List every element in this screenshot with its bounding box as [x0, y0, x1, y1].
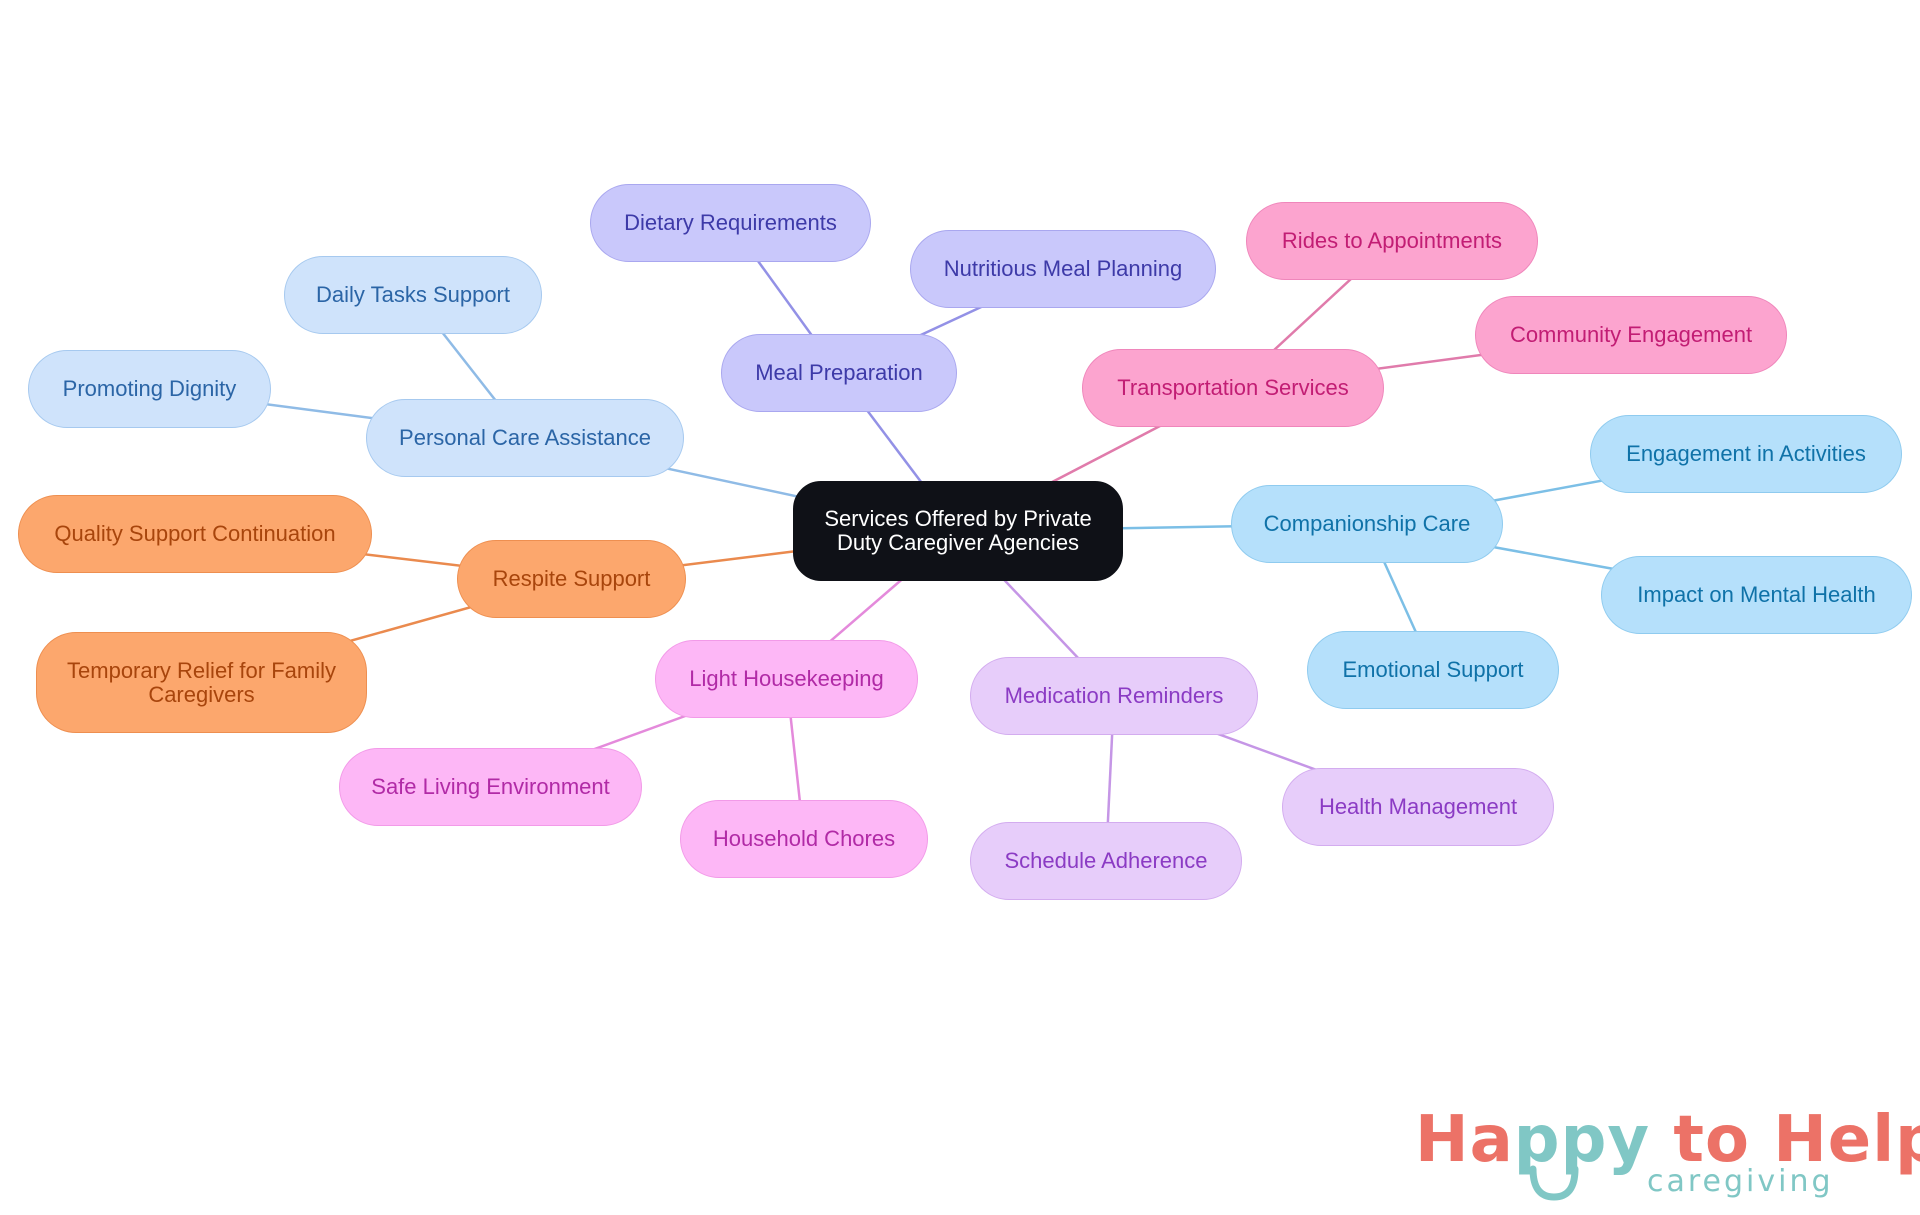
node-community-engagement: Community Engagement [1475, 296, 1787, 374]
node-personal-care-assistance: Personal Care Assistance [366, 399, 684, 477]
node-transportation-services: Transportation Services [1082, 349, 1384, 427]
node-meal-preparation: Meal Preparation [721, 334, 957, 412]
smile-icon [1529, 1165, 1579, 1201]
node-engagement-in-activities: Engagement in Activities [1590, 415, 1902, 493]
node-root: Services Offered by Private Duty Caregiv… [793, 481, 1123, 581]
logo-subtitle: caregiving [1647, 1164, 1834, 1199]
node-companionship-care: Companionship Care [1231, 485, 1503, 563]
node-nutritious-meal-planning: Nutritious Meal Planning [910, 230, 1216, 308]
node-impact-on-mental-health: Impact on Mental Health [1601, 556, 1912, 634]
logo-title: Happy to Help [1415, 1103, 1920, 1177]
node-promoting-dignity: Promoting Dignity [28, 350, 271, 428]
node-schedule-adherence: Schedule Adherence [970, 822, 1242, 900]
node-respite-support: Respite Support [457, 540, 686, 618]
node-household-chores: Household Chores [680, 800, 928, 878]
node-temporary-relief: Temporary Relief for Family Caregivers [36, 632, 367, 733]
node-daily-tasks-support: Daily Tasks Support [284, 256, 542, 334]
node-rides-to-appointments: Rides to Appointments [1246, 202, 1538, 280]
node-dietary-requirements: Dietary Requirements [590, 184, 871, 262]
node-emotional-support: Emotional Support [1307, 631, 1559, 709]
node-safe-living-environment: Safe Living Environment [339, 748, 642, 826]
node-health-management: Health Management [1282, 768, 1554, 846]
node-medication-reminders: Medication Reminders [970, 657, 1258, 735]
brand-logo: Happy to Help caregiving [1415, 1105, 1920, 1205]
node-light-housekeeping: Light Housekeeping [655, 640, 918, 718]
node-quality-support-continuation: Quality Support Continuation [18, 495, 372, 573]
